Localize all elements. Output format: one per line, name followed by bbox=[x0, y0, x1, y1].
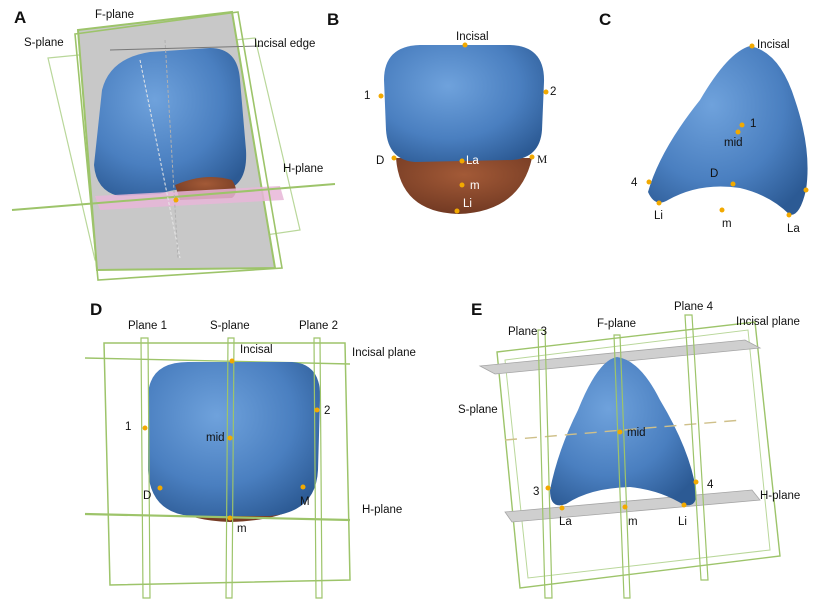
panel-a-drawing bbox=[12, 12, 335, 280]
panel-e-pt-mid bbox=[618, 430, 623, 435]
panel-e-4-label: 4 bbox=[707, 479, 713, 491]
panel-b-m-label: m bbox=[470, 180, 480, 192]
panel-c-1-label: 1 bbox=[750, 118, 756, 130]
panel-d-incisal-plane-label: Incisal plane bbox=[352, 347, 416, 359]
panel-d-plane-1 bbox=[141, 338, 150, 598]
panel-e-s-plane-label: S-plane bbox=[458, 404, 498, 416]
panel-c-pt-d bbox=[731, 182, 736, 187]
panel-d-m-label: m bbox=[237, 523, 247, 535]
panel-d-plane1-label: Plane 1 bbox=[128, 320, 167, 332]
panel-c-4-label: 4 bbox=[631, 177, 637, 189]
panel-d-h-plane-label: H-plane bbox=[362, 504, 402, 516]
panel-b-incisal-label: Incisal bbox=[456, 31, 489, 43]
panel-d-2-label: 2 bbox=[324, 405, 330, 417]
panel-b-la-label: La bbox=[466, 155, 479, 167]
panel-d-s-plane-label: S-plane bbox=[210, 320, 250, 332]
panel-b-pt-incisal bbox=[463, 43, 468, 48]
panel-a-h-plane-label: H-plane bbox=[283, 163, 323, 175]
panel-e-plane4-label: Plane 4 bbox=[674, 301, 713, 313]
panel-d-pt-2 bbox=[315, 408, 320, 413]
panel-e-plane-3 bbox=[538, 330, 552, 598]
panel-b-2-label: 2 bbox=[550, 86, 556, 98]
panel-c-pt-right bbox=[804, 188, 809, 193]
panel-a-letter: A bbox=[14, 8, 26, 28]
panel-c-pt-4 bbox=[647, 180, 652, 185]
panel-d-plane2-label: Plane 2 bbox=[299, 320, 338, 332]
panel-c-m-label: m bbox=[722, 218, 732, 230]
panel-b-drawing bbox=[379, 43, 549, 215]
panel-e-f-plane-label: F-plane bbox=[597, 318, 636, 330]
panel-b-pt-la bbox=[460, 159, 465, 164]
panel-c-pt-m bbox=[720, 208, 725, 213]
panel-b-pt-d bbox=[392, 156, 397, 161]
panel-e-plane3-label: Plane 3 bbox=[508, 326, 547, 338]
panel-c-li-label: Li bbox=[654, 210, 663, 222]
panel-d-mid-label: mid bbox=[206, 432, 225, 444]
panel-a-landmark bbox=[174, 198, 179, 203]
panel-b-li-label: Li bbox=[463, 198, 472, 210]
panel-e-letter: E bbox=[471, 300, 482, 320]
panel-c-letter: C bbox=[599, 10, 611, 30]
panel-b-pt-2 bbox=[544, 90, 549, 95]
panel-b-tooth-crown bbox=[384, 45, 544, 162]
panel-d-pt-1 bbox=[143, 426, 148, 431]
panel-d-pt-mid bbox=[228, 436, 233, 441]
panel-e-pt-4 bbox=[694, 480, 699, 485]
panel-a-f-plane-label: F-plane bbox=[95, 9, 134, 21]
panel-e-pt-m bbox=[623, 505, 628, 510]
panel-c-pt-incisal bbox=[750, 44, 755, 49]
panel-d-pt-incisal bbox=[230, 359, 235, 364]
panel-d-drawing bbox=[85, 338, 350, 598]
panel-c-drawing bbox=[647, 44, 809, 218]
panel-b-letter: B bbox=[327, 10, 339, 30]
panel-d-d-label: D bbox=[143, 490, 151, 502]
panel-d-pt-mcap bbox=[301, 485, 306, 490]
panel-a-s-plane-label: S-plane bbox=[24, 37, 64, 49]
panel-e-la-label: La bbox=[559, 516, 572, 528]
panel-c-pt-li bbox=[657, 201, 662, 206]
panel-e-pt-3 bbox=[546, 486, 551, 491]
panel-e-pt-la bbox=[560, 506, 565, 511]
panel-b-d-label: D bbox=[376, 155, 384, 167]
panel-b-1-label: 1 bbox=[364, 90, 370, 102]
panel-b-pt-m bbox=[460, 183, 465, 188]
panel-d-pt-m bbox=[228, 516, 233, 521]
panel-c-incisal-label: Incisal bbox=[757, 39, 790, 51]
panel-b-mcap-label: M bbox=[537, 154, 547, 166]
panel-d-mcap-label: M bbox=[300, 496, 310, 508]
panel-a-incisal-edge-label: Incisal edge bbox=[254, 38, 315, 50]
panel-e-li-label: Li bbox=[678, 516, 687, 528]
panel-d-1-label: 1 bbox=[125, 421, 131, 433]
panel-b-pt-1 bbox=[379, 94, 384, 99]
panel-c-pt-mid bbox=[736, 130, 741, 135]
panel-d-letter: D bbox=[90, 300, 102, 320]
panel-e-mid-label: mid bbox=[627, 427, 646, 439]
panel-b-pt-mcap bbox=[530, 155, 535, 160]
panel-e-drawing bbox=[480, 315, 780, 598]
panel-c-pt-1 bbox=[740, 123, 745, 128]
panel-e-m-label: m bbox=[628, 516, 638, 528]
panel-e-h-plane-label: H-plane bbox=[760, 490, 800, 502]
panel-c-tooth bbox=[648, 46, 808, 215]
panel-e-pt-li bbox=[682, 503, 687, 508]
panel-b-pt-li bbox=[455, 209, 460, 214]
panel-d-incisal-label: Incisal bbox=[240, 344, 273, 356]
panel-d-pt-d bbox=[158, 486, 163, 491]
panel-c-d-label: D bbox=[710, 168, 718, 180]
panel-c-pt-la bbox=[787, 213, 792, 218]
panel-e-incisal-plane-label: Incisal plane bbox=[736, 316, 800, 328]
panel-c-la-label: La bbox=[787, 223, 800, 235]
panel-e-3-label: 3 bbox=[533, 486, 539, 498]
panel-c-mid-label: mid bbox=[724, 137, 743, 149]
